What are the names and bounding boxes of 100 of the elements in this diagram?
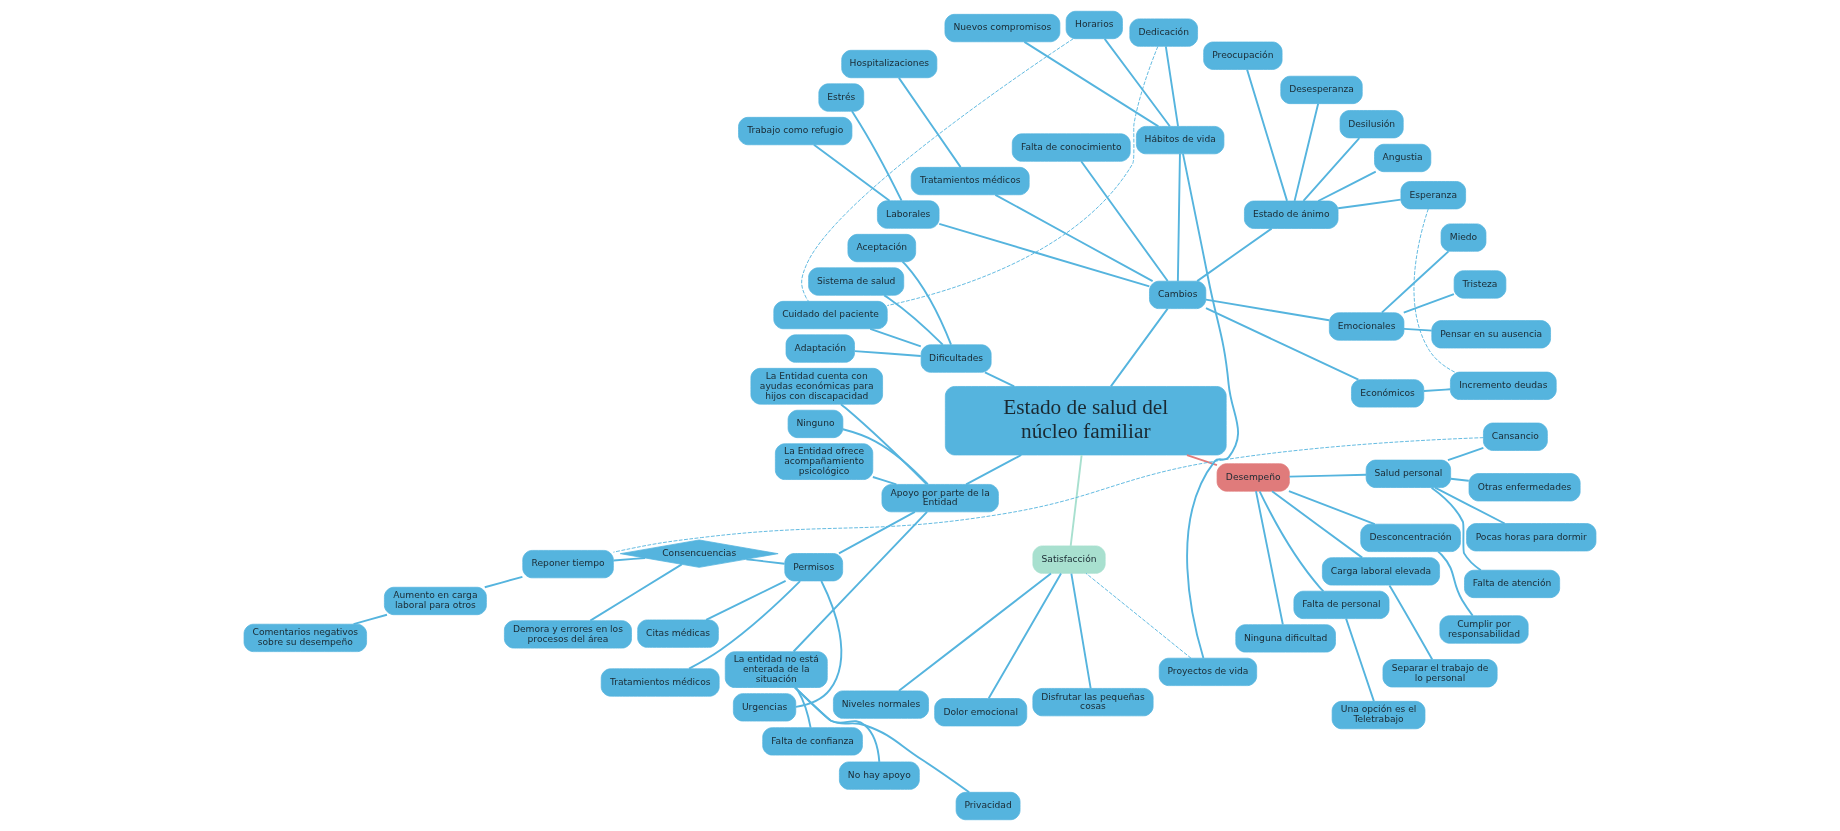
connector (1430, 486, 1482, 572)
node-box: Incremento deudas (1450, 371, 1557, 400)
node-box: Falta de personal (1293, 590, 1390, 619)
connector (1447, 446, 1485, 462)
node-box: Separar el trabajo de lo personal (1382, 659, 1498, 688)
node-box: Falta de conocimiento (1011, 133, 1131, 162)
node-box: Desesperanza (1280, 75, 1363, 104)
connector (1402, 293, 1455, 314)
node-box: Comentarios negativos sobre su desempeño (243, 623, 367, 652)
node-box: Proyectos de vida (1158, 657, 1258, 686)
node-box: Niveles normales (833, 690, 929, 719)
node-box: Satisfacción (1032, 545, 1106, 574)
connector (1186, 454, 1218, 467)
node-box: Desconcentración (1360, 523, 1461, 552)
node-box: Disfrutar las pequeñas cosas (1032, 688, 1154, 717)
connector (792, 510, 928, 653)
connector (869, 327, 922, 348)
node-box: Tristeza (1453, 270, 1507, 299)
node-box: Pocas horas para dormir (1466, 523, 1597, 552)
node-box: Tratamientos médicos (910, 167, 1030, 196)
connector (589, 563, 683, 622)
connector (1317, 170, 1377, 202)
connector (1070, 572, 1092, 690)
node-box: Cansancio (1483, 422, 1548, 451)
connector (839, 403, 928, 486)
connector (1196, 227, 1273, 283)
connector (898, 572, 1052, 692)
connector (1069, 454, 1083, 547)
connector (850, 110, 903, 202)
node-box: Otras enfermedades (1468, 473, 1581, 502)
node-box: Sistema de salud (808, 267, 905, 296)
node-box: La Entidad cuenta con ayudas económicas para hijos con discapacidad (750, 368, 883, 405)
connector (994, 193, 1154, 283)
node-box: La entidad no está enterada de la situación (724, 651, 828, 688)
node-box: Apoyo por parte de la Entidad (881, 484, 999, 513)
connector (1380, 250, 1450, 314)
node-box: Hábitos de vida (1136, 126, 1225, 155)
node-box: No hay apoyo (839, 761, 920, 790)
connector (1103, 37, 1171, 128)
connector (1246, 68, 1288, 202)
connector (853, 350, 922, 357)
node-box: Emocionales (1328, 312, 1405, 341)
node-box: Aumento en carga laboral para otros (384, 586, 487, 616)
connector (1422, 388, 1452, 392)
node-box: Demora y errores en los procesos del área (504, 620, 632, 649)
node-box: Ninguna dificultad (1235, 624, 1336, 653)
node-box: Cambios (1149, 280, 1207, 309)
connector (793, 686, 971, 794)
connector (1164, 45, 1179, 128)
connector (1302, 137, 1361, 202)
node-box: Estado de ánimo (1244, 200, 1339, 229)
connector (871, 476, 898, 486)
connector (1109, 307, 1169, 388)
connector (705, 580, 787, 621)
node-box: La Entidad ofrece acompañamiento psicológico (775, 443, 874, 480)
connector (984, 371, 1016, 388)
node-box: Hospitalizaciones (841, 49, 938, 79)
connector (883, 294, 944, 346)
node-box: Desempeño (1216, 463, 1290, 492)
node-box: Dificultades (920, 344, 992, 373)
node-diamond: Consencuencias (619, 539, 779, 568)
node-box: Estrés (818, 83, 865, 112)
node-box: Permisos (784, 553, 843, 582)
connector (1205, 307, 1360, 381)
connector (1449, 477, 1470, 482)
node-box: Reponer tiempo (522, 550, 614, 579)
node-box: Citas médicas (637, 619, 719, 648)
connector (352, 613, 388, 626)
node-box: Esperanza (1400, 181, 1466, 210)
connector (483, 575, 524, 589)
connector (1388, 584, 1434, 661)
connector (1293, 102, 1320, 202)
node-box: Económicos (1351, 379, 1425, 408)
node-box: Miedo (1440, 223, 1487, 252)
connector (1182, 152, 1239, 659)
connector (1403, 327, 1433, 332)
node-box: Pensar en su ausencia (1431, 320, 1551, 349)
connector (938, 222, 1151, 288)
connector (745, 558, 786, 565)
node-box: Cuidado del paciente (773, 300, 888, 330)
connector (812, 143, 891, 202)
connector (886, 46, 1159, 306)
node-box: Laborales (877, 200, 940, 229)
node-box: Tratamientos médicos (600, 668, 720, 697)
node-box: Ninguno (787, 409, 844, 438)
node-box: Falta de confianza (762, 727, 863, 756)
node-box: Preocupación (1203, 41, 1283, 70)
connector (688, 580, 802, 670)
connector (1255, 490, 1284, 626)
connector (801, 38, 1074, 302)
node-box: Adaptación (785, 334, 855, 363)
connector (1271, 490, 1364, 559)
node-box: Salud personal (1365, 459, 1452, 488)
connector (795, 580, 843, 708)
connector (612, 557, 647, 562)
connector (1287, 490, 1376, 526)
node-box: Trabajo como refugio (738, 116, 853, 146)
connector (1434, 486, 1506, 525)
connector (1176, 152, 1181, 283)
node-box: Aceptación (847, 233, 917, 263)
